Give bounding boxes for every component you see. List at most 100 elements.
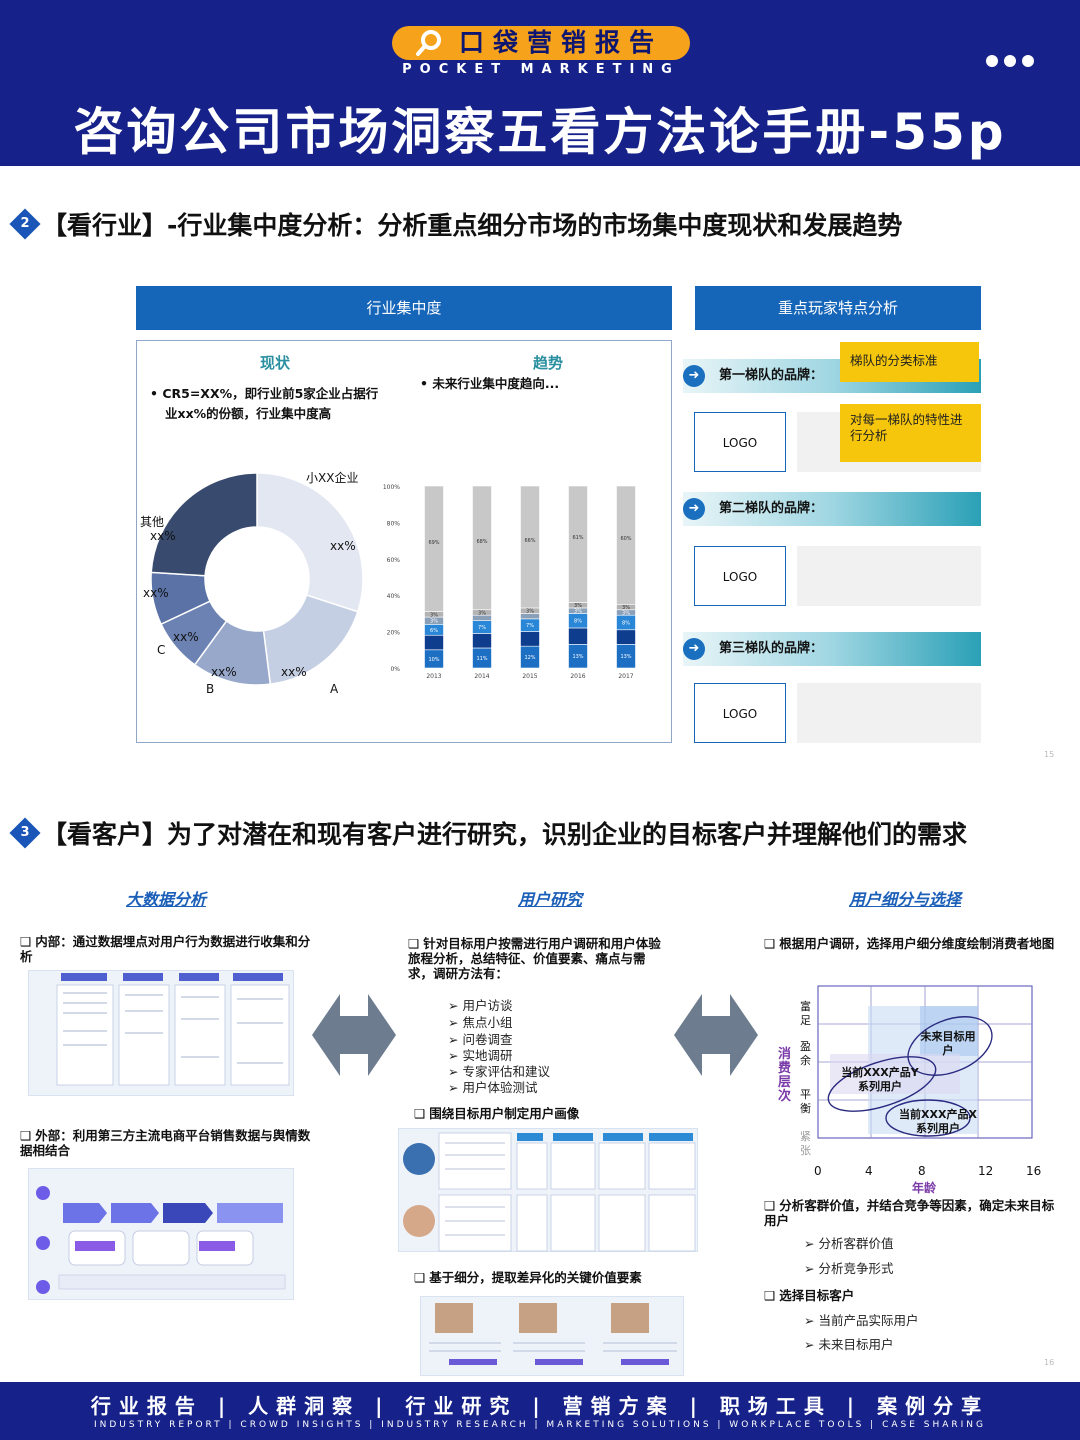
x-tick-label: 2014 [474,673,489,680]
page-number-16: 16 [1044,1358,1055,1367]
x-tick-label: 2016 [570,673,585,680]
sub-analyze-competition: 分析竞争形式 [804,1258,893,1277]
bar-data-label: 3% [526,609,534,615]
tier2-logo: LOGO [694,546,786,606]
map-xtick-0: 0 [814,1164,822,1178]
header-banner: 口袋营销报告 POCKET MARKETING 咨询公司市场洞察五看方法论手册-… [0,0,1080,166]
footer-categories: 行业报告 | 人群洞察 | 行业研究 | 营销方案 | 职场工具 | 案例分享 [90,1394,990,1418]
bar-data-label: 11% [476,656,487,662]
bar-data-label: 3% [478,610,486,616]
bar-data-label: 10% [428,657,439,663]
customer-title-text: 【看客户】为了对潜在和现有客户进行研究，识别企业的目标客户并理解他们的需求 [42,820,968,849]
map-x-series-users: 当前XXX产品X系列用户 [899,1108,977,1135]
industry-title-text: 【看行业】-行业集中度分析：分析重点细分市场的市场集中度现状和发展趋势 [42,211,903,240]
method-ux-test: 用户体验测试 [448,1077,537,1096]
method-expert: 专家评估和建议 [448,1061,550,1080]
map-level-surplus: 盈余 [800,1040,811,1067]
sub-future-users: 未来目标用户 [804,1334,893,1353]
method-focus-group: 焦点小组 [448,1012,512,1031]
industry-section-title: 2【看行业】-行业集中度分析：分析重点细分市场的市场集中度现状和发展趋势 [9,206,903,242]
segmentation-heading: 用户细分与选择 [848,890,961,909]
more-icon[interactable] [986,52,1040,71]
y-tick-label: 20% [387,630,401,637]
double-arrow-icon [674,994,758,1076]
y-tick-label: 80% [387,520,401,527]
bar-data-label: 66% [524,538,535,544]
tier-criteria-note: 梯队的分类标准 [840,342,979,382]
bar-segment [472,633,492,649]
bar-data-label: 7% [526,623,534,629]
tier-analysis-note: 对每一梯队的特性进行分析 [840,404,981,462]
map-x-label: 年龄 [912,1181,937,1195]
persona-item: 围绕目标用户制定用户画像 [414,1106,674,1121]
brand-pill: 口袋营销报告 [392,26,690,60]
trend-text: • 未来行业集中度趋向... [420,376,560,391]
sub-current-users: 当前产品实际用户 [804,1310,918,1329]
map-xtick-8: 8 [918,1164,926,1178]
research-item: 针对目标用户按需进行用户调研和用户体验旅程分析，总结特征、价值要素、痛点与需求，… [408,936,666,981]
bar-data-label: 3% [430,612,438,618]
donut-segment-0 [256,472,364,613]
bar-data-label: 61% [572,535,583,541]
bar-segment [424,485,444,612]
donut-segment-5 [150,472,258,577]
bar-segment [472,485,492,611]
tier3-logo: LOGO [694,683,786,743]
bar-data-label: 3% [574,603,582,609]
map-future-users: 未来目标用户 [920,1030,976,1057]
status-text-1: • CR5=XX%，即行业前5家企业占据行 [150,386,379,401]
ring-label-xx4: xx% [173,630,199,644]
bar-data-label: 12% [524,655,535,661]
bar-data-label: 8% [622,621,630,627]
concentration-header: 行业集中度 [136,286,672,330]
customer-section-title: 3【看客户】为了对潜在和现有客户进行研究，识别企业的目标客户并理解他们的需求 [9,815,968,851]
y-tick-label: 60% [387,557,401,564]
ring-label-xx2: xx% [150,529,176,543]
consumer-map-chart [817,985,1033,1139]
concentration-donut [150,472,364,686]
y-tick-label: 40% [387,593,401,600]
players-header: 重点玩家特点分析 [695,286,981,330]
page-number-15: 15 [1044,750,1055,759]
concentration-bar-chart: 0%20%40%60%80%100%10%6%3%3%69%201311%7%3… [383,484,636,680]
bar-segment [568,485,588,603]
user-research-heading: 用户研究 [517,890,582,909]
bar-data-label: 69% [428,540,439,546]
brand-subtitle: POCKET MARKETING [402,62,680,77]
select-customer-item: 选择目标客户 [764,1288,1044,1303]
status-heading: 现状 [260,354,291,372]
bar-data-label: 3% [622,610,630,616]
method-field: 实地调研 [448,1045,512,1064]
ring-label-xx1: xx% [330,539,356,553]
y-tick-label: 100% [383,484,400,491]
arrow-right-icon: ➜ [683,638,705,660]
bar-data-label: 3% [430,619,438,625]
value-item: 基于细分，提取差异化的关键价值要素 [414,1270,684,1285]
method-interview: 用户访谈 [448,995,512,1014]
tier2-bar: 第二梯队的品牌： [683,492,981,526]
map-level-tight: 紧张 [800,1130,811,1157]
internal-data-thumbnail [28,970,294,1096]
tier3-bar: 第三梯队的品牌： [683,632,981,666]
double-arrow-icon [312,994,396,1076]
value-thumbnail [420,1296,684,1376]
y-tick-label: 0% [390,666,400,673]
method-survey: 问卷调查 [448,1029,512,1048]
bar-data-label: 7% [478,625,486,631]
section-badge-icon: 2 [9,208,41,240]
bar-data-label: 8% [574,619,582,625]
bar-segment [616,629,636,645]
map-level-rich: 富足 [800,1000,811,1027]
ring-label-other: 其他 [140,515,165,529]
bar-segment [520,485,540,609]
bar-segment [616,485,636,605]
ring-label-xx6: xx% [281,665,307,679]
x-tick-label: 2015 [522,673,537,680]
consumer-map-item: 根据用户调研，选择用户细分维度绘制消费者地图 [764,936,1064,951]
bar-segment [520,631,540,647]
ring-label-small: 小XX企业 [306,471,359,485]
magnifier-icon [416,30,441,56]
bar-data-label: 13% [572,654,583,660]
bar-segment [424,634,444,651]
